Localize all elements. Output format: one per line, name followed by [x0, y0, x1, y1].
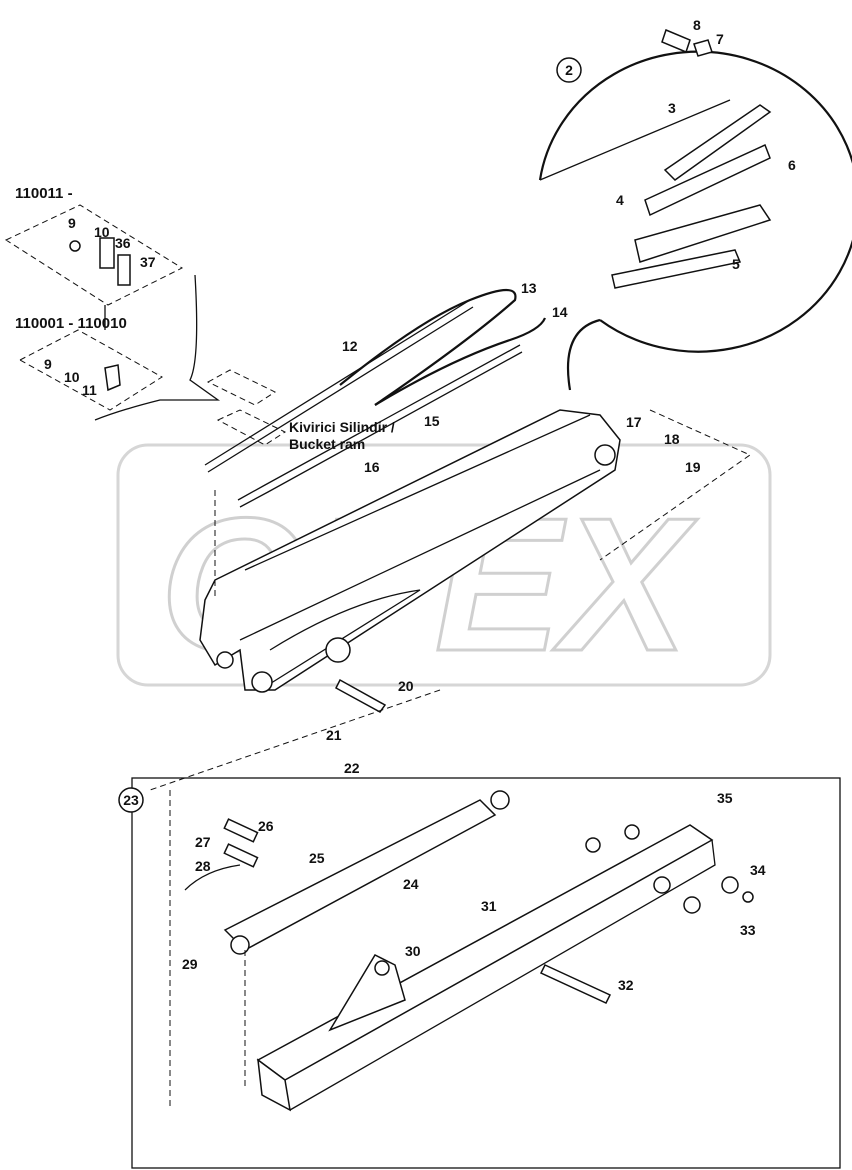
serial-variants [4, 204, 287, 446]
part-label-33: 33 [740, 922, 756, 938]
part-label-19: 19 [685, 459, 701, 475]
part-label-9: 9 [68, 215, 76, 231]
part-label-10: 10 [94, 224, 110, 240]
part-label-16: 16 [364, 459, 380, 475]
part-label-29: 29 [182, 956, 198, 972]
part-labels: 8736459103637910111314121516171819202122… [15, 17, 796, 993]
serial-range-label: 110001 - 110010 [15, 315, 127, 332]
part-label-35: 35 [717, 790, 733, 806]
part-label-20: 20 [398, 678, 414, 694]
part-label-27: 27 [195, 834, 211, 850]
part-label-6: 6 [788, 157, 796, 173]
part-label-24: 24 [403, 876, 419, 892]
detail-23-frame: 23 [118, 777, 841, 1169]
svg-text:23: 23 [123, 792, 139, 808]
part-label-4: 4 [616, 192, 624, 208]
part-label-17: 17 [626, 414, 642, 430]
hoses [204, 289, 547, 508]
part-label-11: 11 [82, 382, 97, 398]
bucket-ram-annotation: Bucket ram [289, 436, 365, 452]
part-label-37: 37 [140, 254, 156, 270]
part-label-3: 3 [668, 100, 676, 116]
serial-range-label: 110011 - [15, 185, 73, 202]
part-label-36: 36 [115, 235, 131, 251]
bucket-ram-annotation: Kivirici Silindir / [289, 419, 395, 435]
part-label-32: 32 [618, 977, 634, 993]
part-label-22: 22 [344, 760, 360, 776]
svg-text:2: 2 [565, 62, 573, 78]
part-label-15: 15 [424, 413, 440, 429]
part-label-30: 30 [405, 943, 421, 959]
detail-2-badge [556, 57, 582, 83]
part-label-5: 5 [732, 256, 740, 272]
part-label-14: 14 [552, 304, 568, 320]
part-label-7: 7 [716, 31, 724, 47]
detail-23-badge [118, 787, 144, 813]
part-label-31: 31 [481, 898, 497, 914]
part-label-13: 13 [521, 280, 537, 296]
part-label-9: 9 [44, 356, 52, 372]
boom [149, 409, 752, 791]
detail-2-callout: 2 [538, 28, 852, 391]
part-label-34: 34 [750, 862, 766, 878]
part-label-25: 25 [309, 850, 325, 866]
part-label-8: 8 [693, 17, 701, 33]
part-label-12: 12 [342, 338, 358, 354]
part-label-18: 18 [664, 431, 680, 447]
part-label-26: 26 [258, 818, 274, 834]
part-label-21: 21 [326, 727, 342, 743]
part-label-10: 10 [64, 369, 80, 385]
part-label-28: 28 [195, 858, 211, 874]
